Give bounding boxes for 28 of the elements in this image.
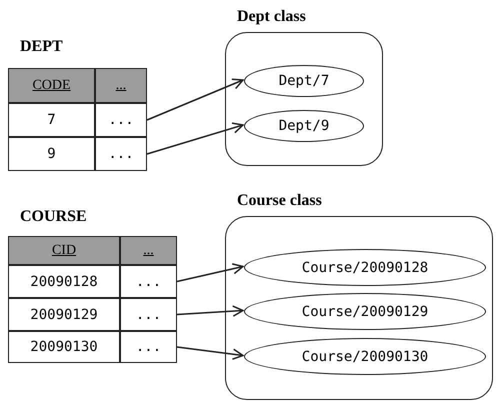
table-cell: ... bbox=[95, 103, 147, 137]
header-cell: CID bbox=[8, 236, 120, 265]
table-cell: ... bbox=[120, 331, 177, 363]
header-cell: CODE bbox=[8, 68, 95, 103]
instance-ellipse: Course/20090130 bbox=[244, 338, 486, 375]
header-cell: ... bbox=[120, 236, 177, 265]
arrow bbox=[176, 346, 244, 360]
arrow bbox=[176, 305, 244, 317]
instance-ellipse: Course/20090128 bbox=[244, 249, 486, 286]
table-cell: 9 bbox=[8, 137, 95, 171]
group-heading: Dept class bbox=[237, 8, 306, 26]
table-cell: ... bbox=[95, 137, 147, 171]
table-name: COURSE bbox=[20, 208, 88, 227]
instance-ellipse: Course/20090129 bbox=[244, 293, 486, 330]
arrow bbox=[146, 122, 244, 155]
table-cell: ... bbox=[120, 298, 177, 331]
group-heading: Course class bbox=[237, 192, 322, 210]
table-cell: 20090130 bbox=[8, 331, 120, 363]
instance-ellipse: Dept/7 bbox=[244, 65, 364, 97]
table-cell: ... bbox=[120, 265, 177, 298]
table-cell: 20090129 bbox=[8, 298, 120, 331]
instance-ellipse: Dept/9 bbox=[244, 110, 364, 142]
arrow bbox=[176, 263, 244, 282]
header-cell: ... bbox=[95, 68, 147, 103]
arrow bbox=[146, 78, 244, 121]
table-cell: 7 bbox=[8, 103, 95, 137]
table-cell: 20090128 bbox=[8, 265, 120, 298]
table-name: DEPT bbox=[20, 38, 64, 57]
